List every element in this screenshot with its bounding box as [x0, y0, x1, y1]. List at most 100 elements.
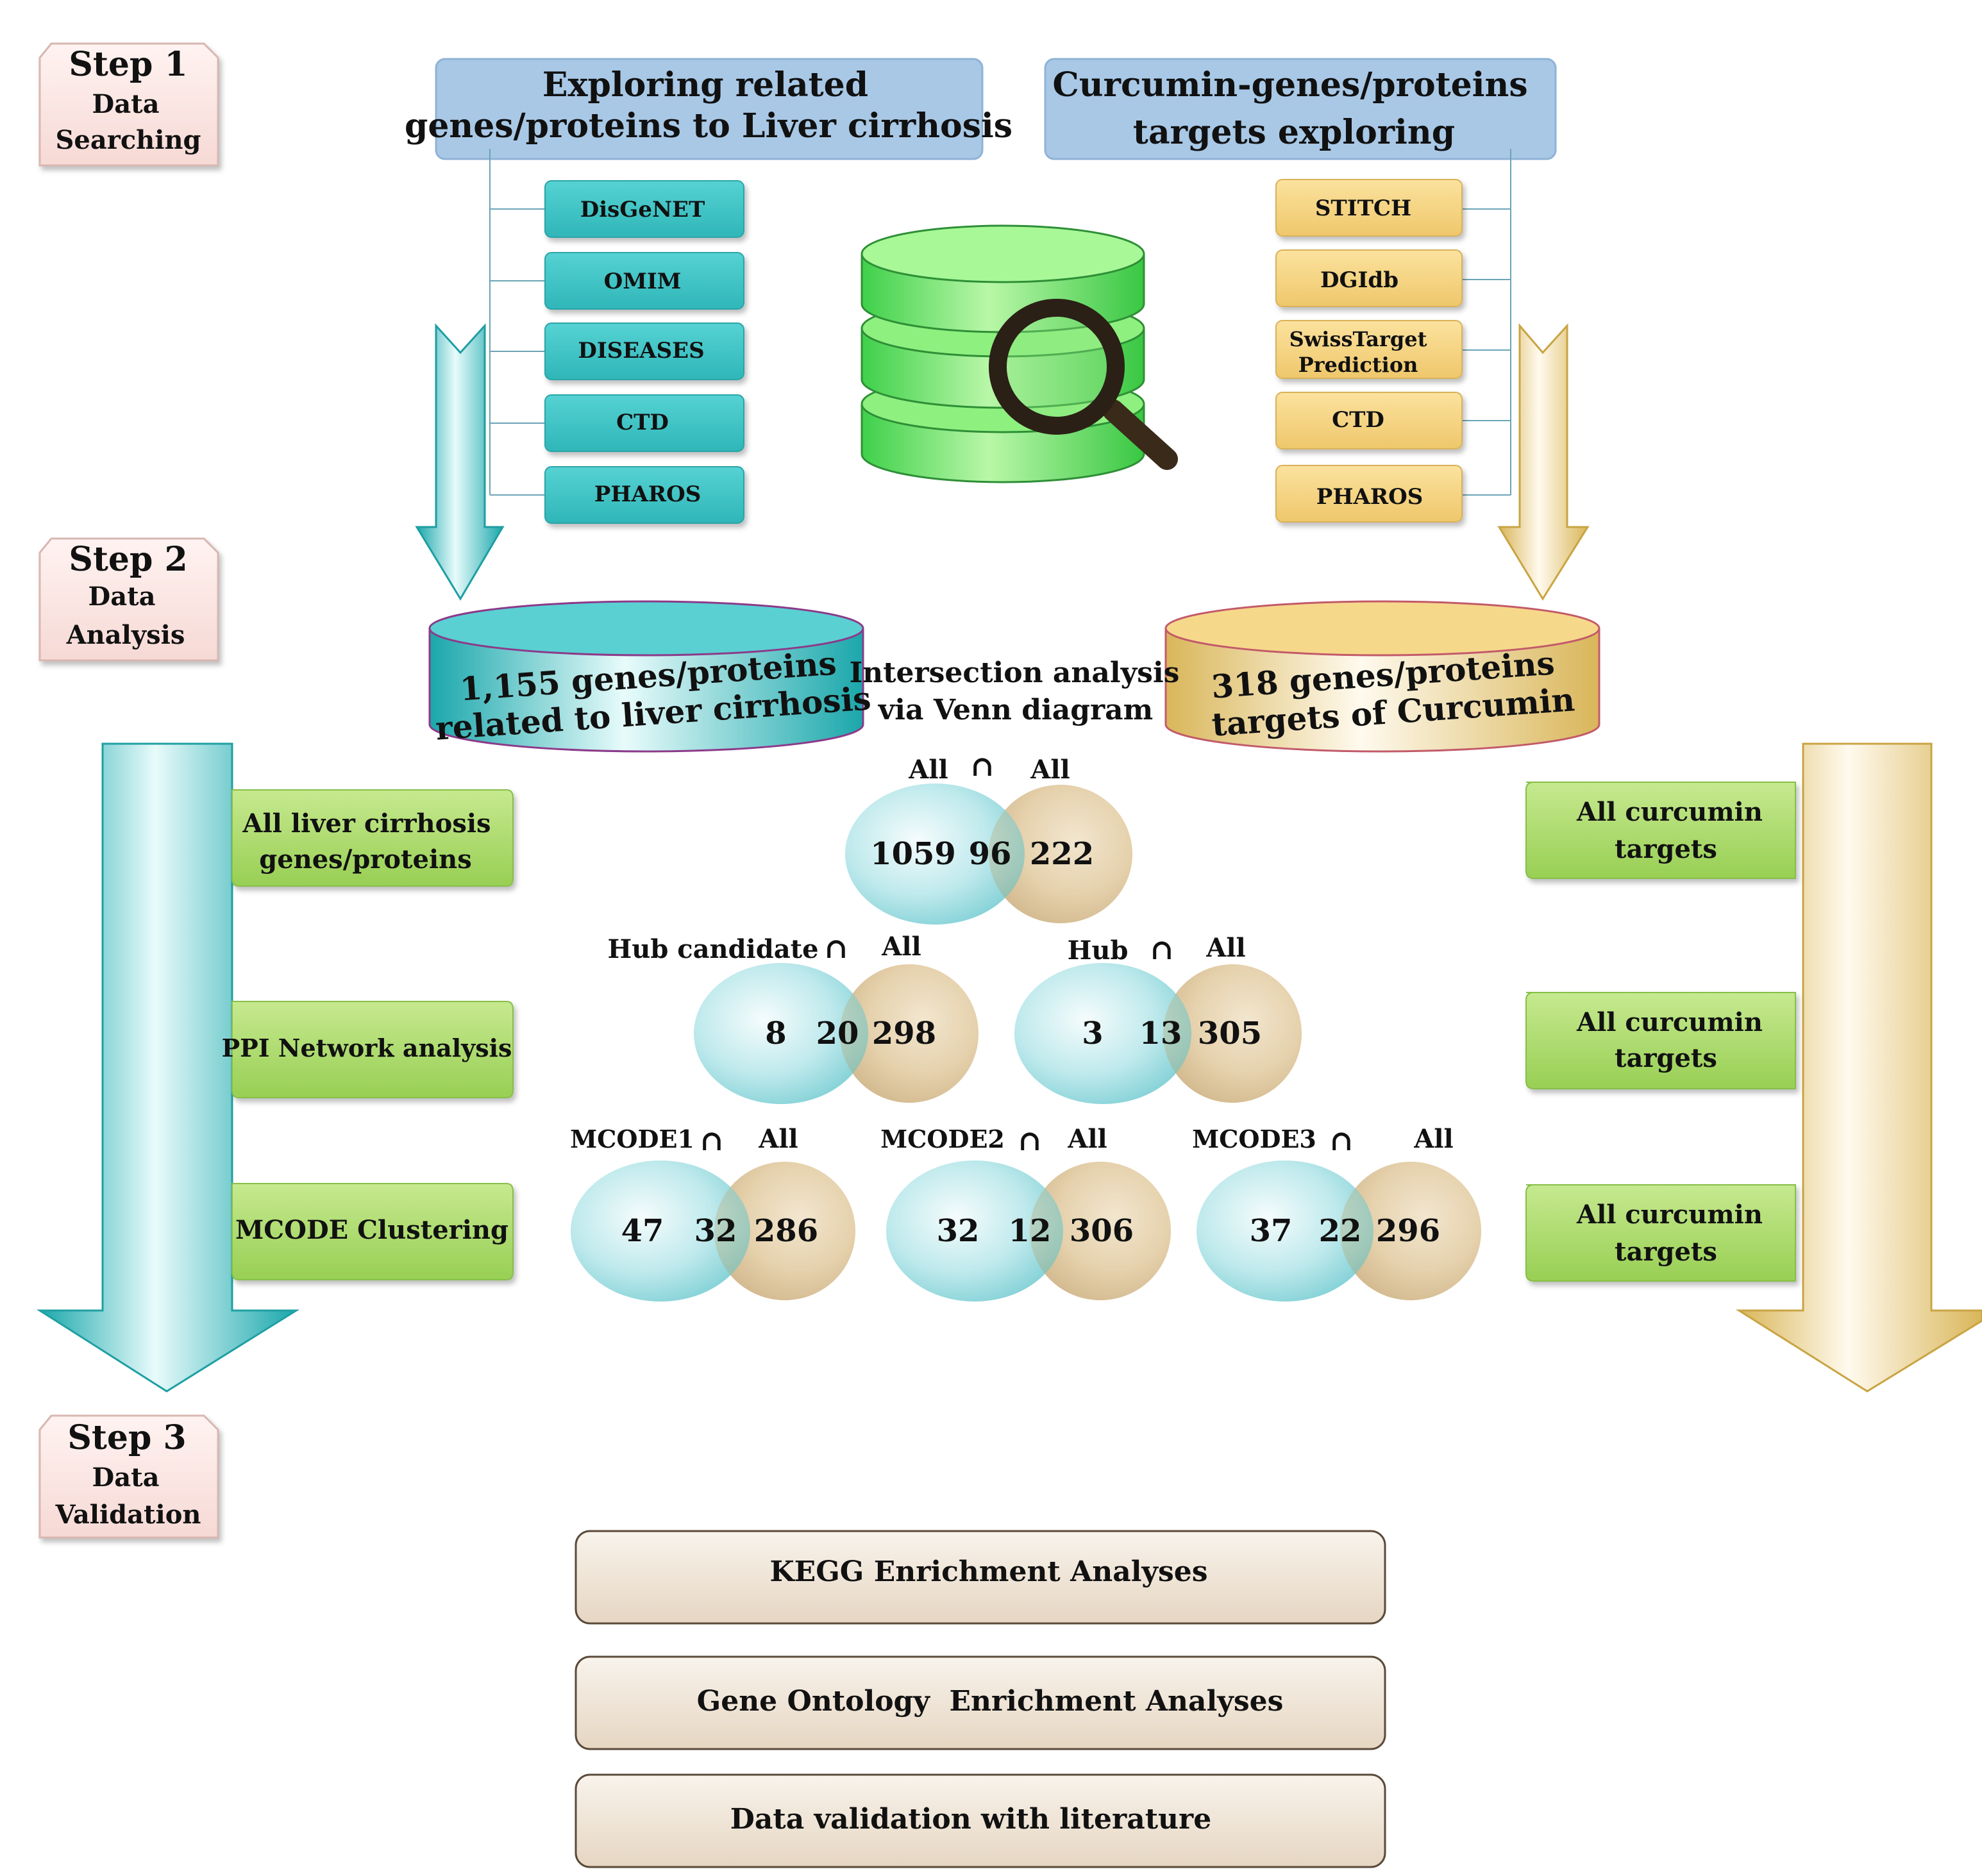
venn-right-count: 296	[1376, 1213, 1440, 1249]
database-omim: OMIM	[544, 252, 744, 310]
venn-left-label: All	[908, 755, 948, 785]
venn-left-label: Hub candidate	[607, 934, 818, 964]
venn-diagram-mcode2: MCODE2 ∩ All 32 12 306	[880, 1124, 1171, 1302]
svg-text:PPI Network analysis: PPI Network analysis	[222, 1034, 512, 1062]
venn-overlap-count: 20	[816, 1016, 859, 1051]
step-1-title: Step 1	[69, 45, 187, 84]
svg-text:All curcumin: All curcumin	[1576, 1007, 1763, 1037]
venn-diagram-all: All ∩ All 1059 96 222	[845, 750, 1132, 925]
intersection-symbol: ∩	[825, 932, 848, 965]
venn-left-count: 47	[621, 1213, 664, 1249]
svg-text:targets exploring: targets exploring	[1133, 113, 1455, 152]
svg-text:genes/proteins to Liver cirrho: genes/proteins to Liver cirrhosis	[405, 106, 1012, 146]
venn-left-count: 1059	[870, 836, 956, 872]
left-database-boxes: DisGeNET OMIM DISEASES CTD PHAROS	[544, 180, 744, 524]
svg-text:DGIdb: DGIdb	[1320, 267, 1398, 293]
svg-text:via Venn diagram: via Venn diagram	[878, 694, 1154, 726]
step-1-line2: Searching	[55, 125, 201, 155]
left-green-label-ppi: PPI Network analysis	[222, 1001, 514, 1098]
literature-validation-box: Data validation with literature	[575, 1773, 1386, 1868]
curcumin-result-cylinder: 318 genes/proteins targets of Curcumin	[1164, 600, 1600, 753]
svg-text:All curcumin: All curcumin	[1576, 797, 1763, 827]
step-2-line2: Analysis	[66, 620, 185, 650]
database-diseases: DISEASES	[544, 322, 744, 380]
venn-overlap-count: 13	[1139, 1016, 1182, 1051]
liver-cirrhosis-result-cylinder: 1,155 genes/proteins related to liver ci…	[428, 600, 872, 753]
step-3-line1: Data	[92, 1462, 160, 1493]
venn-left-count: 3	[1082, 1016, 1103, 1051]
venn-diagram-mcode1: MCODE1 ∩ All 47 32 286	[570, 1124, 855, 1302]
venn-diagram-mcode3: MCODE3 ∩ All 37 22 296	[1192, 1124, 1481, 1302]
venn-left-label: MCODE3	[1192, 1125, 1316, 1153]
svg-text:Intersection analysis: Intersection analysis	[850, 657, 1180, 689]
svg-text:PHAROS: PHAROS	[594, 482, 701, 507]
venn-left-count: 32	[937, 1213, 980, 1249]
step-3-line2: Validation	[55, 1500, 201, 1530]
venn-overlap-count: 96	[969, 836, 1012, 872]
left-green-label-mcode: MCODE Clustering	[231, 1183, 514, 1280]
venn-overlap-count: 22	[1319, 1213, 1362, 1249]
venn-left-count: 8	[765, 1016, 786, 1051]
venn-overlap-count: 12	[1009, 1213, 1052, 1249]
svg-text:KEGG Enrichment Analyses: KEGG Enrichment Analyses	[769, 1555, 1207, 1588]
right-big-arrow	[1735, 742, 1982, 1393]
svg-text:genes/proteins: genes/proteins	[259, 844, 472, 875]
svg-text:All curcumin: All curcumin	[1576, 1200, 1763, 1230]
svg-text:Gene Ontology Enrichment Anal: Gene Ontology Enrichment Analyses	[697, 1685, 1284, 1718]
svg-text:All liver cirrhosis: All liver cirrhosis	[242, 808, 491, 839]
left-green-label-all-liver: All liver cirrhosis genes/proteins	[231, 789, 514, 887]
svg-text:SwissTarget: SwissTarget	[1289, 327, 1427, 351]
svg-text:CTD: CTD	[1332, 407, 1384, 433]
intersection-symbol: ∩	[700, 1125, 724, 1157]
right-database-tree	[1462, 149, 1511, 496]
intersection-symbol: ∩	[971, 750, 995, 783]
venn-right-label: All	[1413, 1124, 1453, 1154]
svg-text:DisGeNET: DisGeNET	[580, 197, 705, 222]
database-dgidb: DGIdb	[1275, 249, 1463, 307]
left-database-tree	[489, 149, 545, 496]
intersection-symbol: ∩	[1150, 934, 1174, 966]
database-ctd-right: CTD	[1275, 392, 1463, 449]
svg-text:Prediction: Prediction	[1298, 353, 1418, 377]
venn-right-label: All	[1205, 933, 1245, 963]
svg-text:targets: targets	[1615, 1043, 1717, 1073]
database-stitch: STITCH	[1275, 179, 1463, 237]
liver-cirrhosis-header: Exploring related genes/proteins to Live…	[405, 58, 1012, 160]
step-2-line1: Data	[88, 582, 156, 612]
svg-text:targets: targets	[1615, 1237, 1717, 1267]
step-2-title: Step 2	[69, 540, 187, 579]
step-2-tag: Step 2 Data Analysis	[38, 537, 219, 662]
database-pharos-right: PHAROS	[1275, 465, 1463, 523]
venn-right-count: 286	[754, 1213, 818, 1249]
venn-right-label: All	[881, 932, 921, 962]
venn-overlap-count: 32	[694, 1213, 737, 1249]
right-down-arrow	[1497, 322, 1590, 601]
right-green-label-3: All curcumin targets	[1525, 1184, 1796, 1282]
database-disgenet: DisGeNET	[544, 180, 744, 238]
right-green-label-1: All curcumin targets	[1525, 782, 1796, 879]
venn-right-count: 305	[1198, 1016, 1262, 1051]
gene-ontology-box: Gene Ontology Enrichment Analyses	[575, 1655, 1386, 1750]
venn-right-label: All	[1030, 755, 1070, 785]
venn-diagram-hub: Hub ∩ All 3 13 305	[1014, 933, 1302, 1104]
database-pharos-left: PHAROS	[544, 466, 744, 524]
venn-left-label: Hub	[1068, 935, 1129, 966]
kegg-enrichment-box: KEGG Enrichment Analyses	[575, 1530, 1386, 1625]
right-database-boxes: STITCH DGIdb SwissTarget Prediction CTD …	[1275, 179, 1463, 523]
venn-right-count: 222	[1030, 836, 1094, 872]
svg-text:MCODE Clustering: MCODE Clustering	[235, 1215, 508, 1245]
venn-right-label: All	[758, 1124, 798, 1154]
curcumin-header: Curcumin-genes/proteins targets explorin…	[1044, 58, 1557, 160]
venn-right-count: 306	[1070, 1213, 1134, 1249]
svg-text:Curcumin-genes/proteins: Curcumin-genes/proteins	[1052, 65, 1527, 105]
venn-right-count: 298	[872, 1016, 936, 1051]
venn-left-label: MCODE1	[570, 1125, 694, 1153]
intersection-label: Intersection analysis via Venn diagram	[850, 657, 1180, 726]
database-ctd-left: CTD	[544, 394, 744, 452]
database-swisstarget: SwissTarget Prediction	[1275, 320, 1463, 379]
svg-text:Exploring related: Exploring related	[542, 65, 868, 105]
venn-right-label: All	[1067, 1124, 1107, 1154]
left-down-arrow	[415, 323, 505, 601]
venn-diagram-hub-candidate: Hub candidate ∩ All 8 20 298	[607, 932, 978, 1104]
